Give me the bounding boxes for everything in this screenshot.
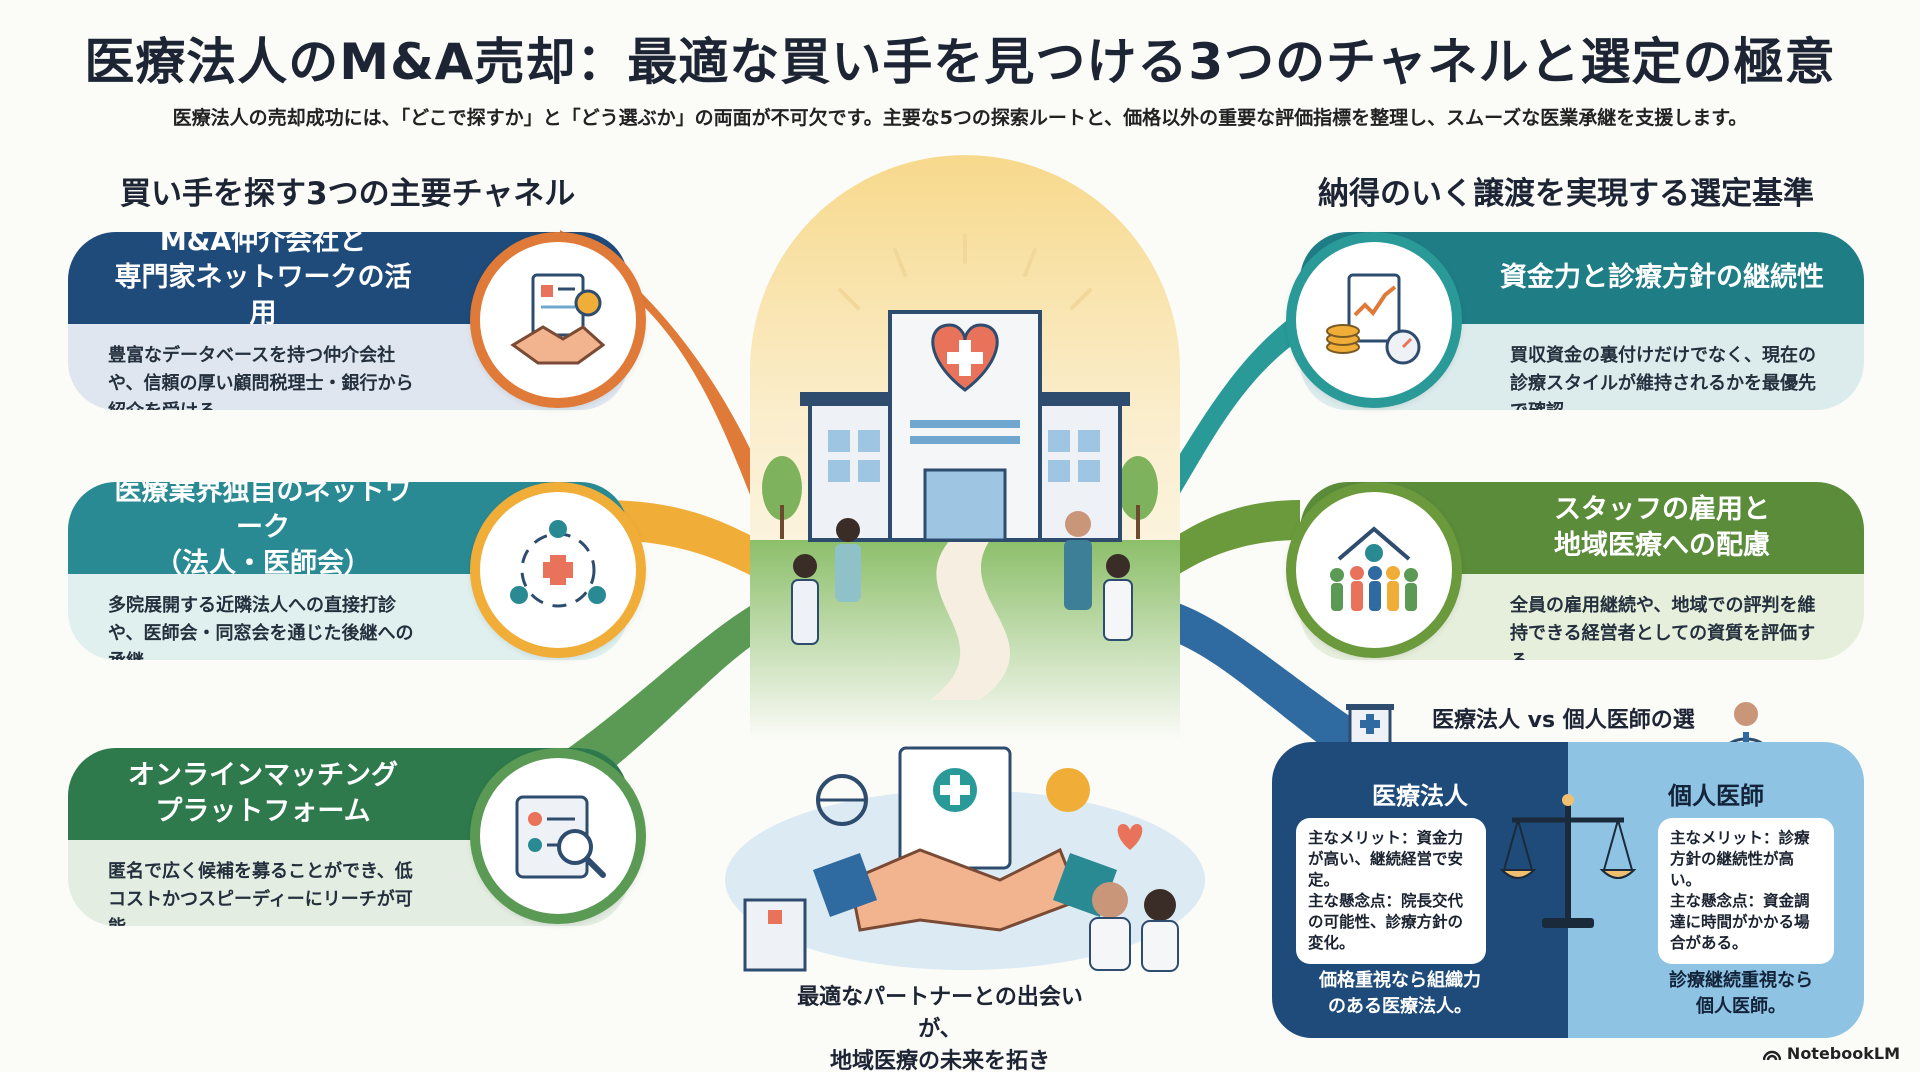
individual-merit: 主なメリット：診療方針の継続性が高い。 bbox=[1670, 829, 1810, 889]
hospital-small-icon bbox=[1346, 704, 1394, 748]
channel-1-title-line-1: M&A仲介会社と bbox=[159, 232, 367, 257]
individual-foot-line-1: 診療継続重視なら bbox=[1669, 970, 1813, 991]
comparison-corporation: 医療法人 主なメリット：資金力が高い、継続経営で安定。 主な懸念点：院長交代の可… bbox=[1272, 742, 1568, 1038]
staff-community-icon bbox=[1330, 526, 1418, 611]
handshake-scene-icon bbox=[725, 746, 1205, 972]
criteria-2-icon-disc bbox=[1286, 482, 1462, 658]
comparison-individual-label: 個人医師 bbox=[1668, 782, 1764, 810]
path-road bbox=[930, 540, 1010, 700]
criteria-1-title-line-1: 資金力と診療方針の継続性 bbox=[1500, 262, 1824, 293]
criteria-2-body: 全員の雇用継続や、地域での評判を維持できる経営者としての資質を評価する。 bbox=[1510, 595, 1816, 660]
watermark-text: NotebookLM bbox=[1786, 1044, 1900, 1063]
channel-1-body: 豊富なデータベースを持つ仲介会社や、信頼の厚い顧問税理士・銀行から紹介を受ける。 bbox=[108, 345, 414, 410]
ribbon-blue bbox=[1170, 600, 1370, 760]
channel-3-body: 匿名で広く候補を募ることができ、低コストかつスピーディーにリーチが可能。 bbox=[108, 861, 413, 926]
channel-2-title-line-2: （法人・医師会） bbox=[155, 548, 371, 579]
channel-2-title-line-1: 医療業界独自のネットワーク bbox=[114, 482, 412, 543]
individual-recommendation: 診療継続重視なら 個人医師。 bbox=[1568, 968, 1864, 1020]
page-subtitle: 医療法人の売却成功には、「どこで探すか」と「どう選ぶか」の両面が不可欠です。主要… bbox=[172, 107, 1748, 129]
channel-2-body: 多院展開する近隣法人への直接打診や、医師会・同窓会を通じた後継への承継。 bbox=[108, 595, 414, 660]
balance-scale-icon bbox=[1499, 794, 1637, 928]
individual-concern: 主な懸念点：資金調達に時間がかかる場合がある。 bbox=[1670, 892, 1810, 952]
channels-heading: 買い手を探す3つの主要チャネル bbox=[120, 176, 576, 212]
center-message-line-2: 地域医療の未来を拓き bbox=[829, 1049, 1050, 1072]
channel-3-icon-disc bbox=[470, 748, 646, 924]
channel-3-title-line-1: オンラインマッチング bbox=[128, 760, 398, 791]
criteria-heading: 納得のいく譲渡を実現する選定基準 bbox=[1318, 176, 1814, 212]
center-message: 最適なパートナーとの出会いが、 地域医療の未来を拓き bbox=[780, 982, 1100, 1072]
corporation-concern: 主な懸念点：院長交代の可能性、診療方針の変化。 bbox=[1308, 892, 1464, 952]
comparison-individual-bubble: 主なメリット：診療方針の継続性が高い。 主な懸念点：資金調達に時間がかかる場合が… bbox=[1658, 818, 1834, 964]
watermark: NotebookLM bbox=[1762, 1044, 1900, 1063]
channel-2-icon-disc bbox=[470, 482, 646, 658]
corporation-foot-line-2: のある医療法人。 bbox=[1328, 996, 1472, 1017]
channel-1-title-line-2: 専門家ネットワークの活用 bbox=[114, 262, 412, 329]
criteria-2-title-line-1: スタッフの雇用と bbox=[1554, 494, 1770, 525]
criteria-2-title-line-2: 地域医療への配慮 bbox=[1554, 530, 1770, 561]
ribbon-yellow bbox=[600, 500, 760, 580]
notebooklm-logo-icon bbox=[1762, 1050, 1781, 1060]
doctor-network-icon bbox=[510, 520, 606, 608]
online-search-icon bbox=[515, 795, 606, 879]
channel-3-title-line-2: プラットフォーム bbox=[155, 796, 371, 827]
individual-foot-line-2: 個人医師。 bbox=[1696, 996, 1786, 1017]
comparison-corporation-bubble: 主なメリット：資金力が高い、継続経営で安定。 主な懸念点：院長交代の可能性、診療… bbox=[1296, 818, 1486, 964]
handshake-gear-icon bbox=[510, 273, 606, 365]
criteria-1-body: 買収資金の裏付けだけでなく、現在の診療スタイルが維持されるかを最優先で確認。 bbox=[1510, 345, 1816, 410]
channel-1-icon-disc bbox=[470, 232, 646, 408]
comparison-corporation-label: 医療法人 bbox=[1372, 782, 1468, 810]
people-icon bbox=[791, 511, 1133, 645]
criteria-1-icon-disc bbox=[1286, 232, 1462, 408]
comparison-individual: 個人医師 主なメリット：診療方針の継続性が高い。 主な懸念点：資金調達に時間がか… bbox=[1568, 742, 1864, 1038]
page-title: 医療法人のM&A売却：最適な買い手を見つける3つのチャネルと選定の極意 bbox=[84, 33, 1836, 91]
hospital-icon bbox=[800, 310, 1130, 542]
corporation-merit: 主なメリット：資金力が高い、継続経営で安定。 bbox=[1308, 829, 1464, 889]
finance-chart-icon bbox=[1326, 273, 1421, 365]
comparison-panel: 医療法人 主なメリット：資金力が高い、継続経営で安定。 主な懸念点：院長交代の可… bbox=[1272, 742, 1864, 1038]
center-message-line-1: 最適なパートナーとの出会いが、 bbox=[797, 985, 1083, 1042]
comparison-title: 医療法人 vs 個人医師の選 bbox=[1432, 708, 1695, 733]
corporation-foot-line-1: 価格重視なら組織力 bbox=[1319, 970, 1481, 991]
ribbon-olive bbox=[1170, 500, 1300, 580]
corporation-recommendation: 価格重視なら組織力 のある医療法人。 bbox=[1272, 968, 1568, 1020]
